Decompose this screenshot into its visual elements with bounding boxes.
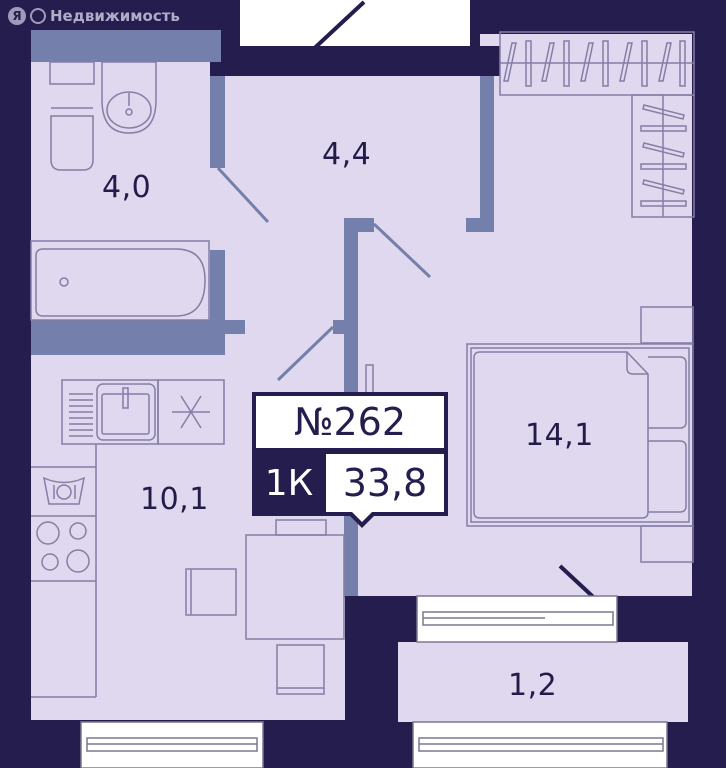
bathtub-icon bbox=[30, 240, 210, 321]
apartment-badge: №262 1К 33,8 bbox=[252, 392, 448, 528]
dining-table bbox=[185, 519, 345, 695]
apartment-total-area: 33,8 bbox=[326, 450, 448, 528]
fridge-snowflake-icon bbox=[172, 395, 210, 429]
toilet-icon bbox=[49, 61, 95, 171]
apartment-number: №262 bbox=[252, 392, 448, 452]
room-area-kitchen: 10,1 bbox=[140, 482, 209, 517]
bed-icon bbox=[466, 306, 694, 563]
brand-logo[interactable]: Я Недвижимость bbox=[8, 7, 180, 25]
room-area-bedroom: 14,1 bbox=[525, 418, 594, 453]
window-bedroom bbox=[416, 595, 618, 643]
bathroom-floor bbox=[31, 30, 221, 330]
room-area-bathroom: 4,0 bbox=[102, 170, 152, 205]
room-area-hallway: 4,4 bbox=[322, 137, 372, 172]
house-logo-icon bbox=[30, 8, 46, 24]
wardrobe-hangers-top bbox=[503, 40, 686, 87]
window-kitchen bbox=[80, 721, 264, 768]
wardrobe-side bbox=[631, 94, 695, 218]
balcony-floor bbox=[398, 642, 688, 722]
wardrobe-top bbox=[499, 31, 695, 96]
yandex-logo-icon: Я bbox=[8, 7, 26, 25]
apartment-type: 1К bbox=[252, 450, 326, 516]
kitchen-counter bbox=[31, 379, 225, 698]
room-area-balcony: 1,2 bbox=[508, 668, 558, 703]
stove-icon bbox=[36, 521, 90, 573]
window-balcony bbox=[412, 721, 668, 768]
dishwasher-icon bbox=[42, 476, 86, 505]
sink-icon bbox=[101, 61, 157, 134]
brand-name: Недвижимость bbox=[50, 7, 180, 25]
kitchen-sink-icon bbox=[69, 383, 156, 441]
